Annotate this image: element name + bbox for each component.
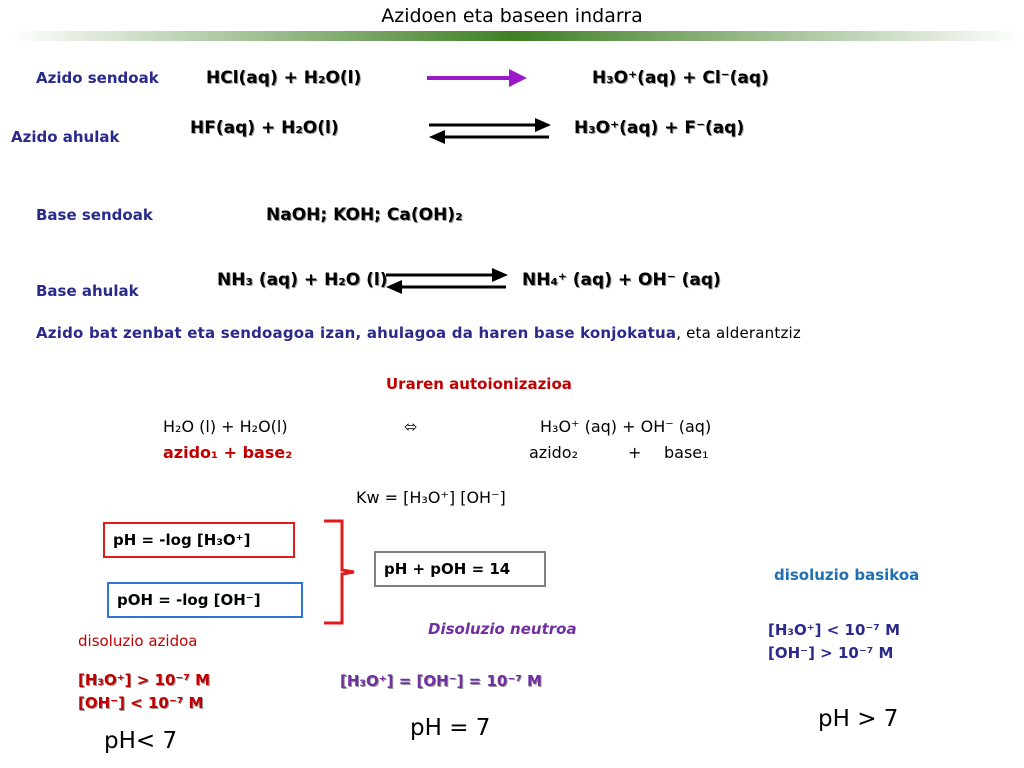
basic-ph: pH > 7: [818, 706, 899, 732]
autoionization-products: H₃O⁺ (aq) + OH⁻ (aq): [540, 417, 712, 436]
acidic-ph: pH< 7: [104, 728, 178, 754]
strong-acid-products: H₃O⁺(aq) + Cl⁻(aq): [592, 68, 769, 88]
kw-expression: Kw = [H₃O⁺] [OH⁻]: [356, 488, 506, 507]
weak-bases-label: Base ahulak: [36, 282, 139, 300]
strong-acid-reactants: HCl(aq) + H₂O(l): [206, 68, 362, 88]
poh-formula-box: pOH = -log [OH⁻]: [107, 582, 303, 618]
page-title: Azidoen eta baseen indarra: [381, 5, 643, 27]
neutral-ph: pH = 7: [410, 715, 491, 741]
strong-acids-label: Azido sendoak: [36, 69, 159, 87]
strong-bases-formula: NaOH; KOH; Ca(OH)₂: [266, 205, 463, 225]
conjugate-statement: Azido bat zenbat eta sendoagoa izan, ahu…: [36, 324, 801, 342]
ph-poh-sum-box: pH + pOH = 14: [374, 551, 546, 587]
acidic-condition-2: [OH⁻] < 10⁻⁷ M: [78, 694, 204, 712]
strong-acid-arrow: [427, 69, 527, 87]
ph-poh-sum: pH + pOH = 14: [384, 560, 511, 578]
right-role-acid: azido₂: [529, 443, 579, 462]
basic-condition-1: [H₃O⁺] < 10⁻⁷ M: [768, 621, 901, 639]
ph-formula-box: pH = -log [H₃O⁺]: [103, 522, 295, 558]
basic-condition-2: [OH⁻] > 10⁻⁷ M: [768, 644, 894, 662]
bracket-brace: [324, 519, 355, 625]
acidic-condition-1: [H₃O⁺] > 10⁻⁷ M: [78, 671, 211, 689]
right-role-base: base₁: [664, 443, 709, 462]
poh-formula: pOH = -log [OH⁻]: [117, 591, 261, 609]
weak-base-reactants: NH₃ (aq) + H₂O (l): [217, 270, 388, 290]
neutral-condition: [H₃O⁺] = [OH⁻] = 10⁻⁷ M: [340, 672, 542, 690]
right-role-plus: +: [628, 443, 642, 462]
title-divider: [10, 31, 1020, 41]
weak-base-products: NH₄⁺ (aq) + OH⁻ (aq): [522, 270, 721, 290]
weak-acid-equilibrium-arrow: [429, 118, 551, 144]
autoionization-title: Uraren autoionizazioa: [386, 375, 572, 393]
ph-formula: pH = -log [H₃O⁺]: [113, 531, 251, 549]
conjugate-statement-main: Azido bat zenbat eta sendoagoa izan, ahu…: [36, 324, 677, 342]
weak-acid-products: H₃O⁺(aq) + F⁻(aq): [574, 118, 745, 138]
acidic-label: disoluzio azidoa: [78, 632, 198, 650]
neutral-label: Disoluzio neutroa: [428, 620, 577, 638]
strong-bases-label: Base sendoak: [36, 206, 153, 224]
autoionization-reactants: H₂O (l) + H₂O(l): [163, 417, 288, 436]
equilibrium-symbol: ⬄: [404, 417, 418, 436]
weak-base-equilibrium-arrow: [386, 268, 508, 294]
basic-label: disoluzio basikoa: [774, 566, 920, 584]
left-roles: azido₁ + base₂: [163, 443, 293, 462]
weak-acids-label: Azido ahulak: [11, 128, 120, 146]
weak-acid-reactants: HF(aq) + H₂O(l): [190, 118, 339, 138]
conjugate-statement-tail: , eta alderantziz: [676, 324, 801, 342]
